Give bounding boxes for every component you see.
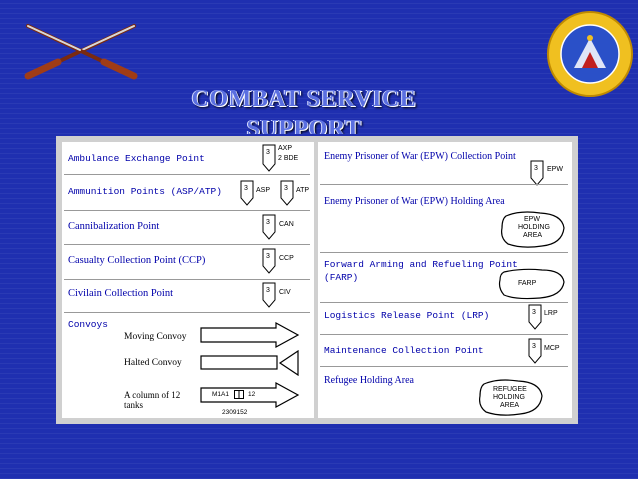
lrp-symbol: 3 xyxy=(528,304,542,330)
row-divider xyxy=(320,184,568,185)
farp-area-symbol xyxy=(498,268,565,300)
epw-holding-line3: AREA xyxy=(523,232,543,239)
row-divider xyxy=(320,302,568,303)
atp-echelon: 3 xyxy=(284,185,288,192)
asp-code: ASP xyxy=(256,187,271,194)
farp-code: FARP xyxy=(518,280,537,287)
ambulance-exchange-label: Ambulance Exchange Point xyxy=(68,153,205,164)
epw-holding-line1: EPW xyxy=(524,216,540,223)
epw-holding-area-symbol xyxy=(501,211,565,248)
row-divider xyxy=(320,366,568,367)
can-code: CAN xyxy=(279,221,294,228)
epw-code: EPW xyxy=(547,166,563,173)
column-dtg: 2309152 xyxy=(222,409,248,416)
casualty-collection-label: Casualty Collection Point (CCP) xyxy=(68,255,206,266)
tank-column-arrow-icon xyxy=(200,382,300,408)
lrp-echelon: 3 xyxy=(532,309,536,316)
farp-label-line1: Forward Arming and Refueling Point xyxy=(324,259,518,270)
mcp-label: Maintenance Collection Point xyxy=(324,345,484,356)
mcp-echelon: 3 xyxy=(532,343,536,350)
crossed-rifles-icon xyxy=(24,24,138,80)
civ-symbol: 3 xyxy=(262,282,276,308)
combat-arms-school-seal xyxy=(546,8,634,102)
row-divider xyxy=(64,312,310,313)
refugee-holding-line2: HOLDING xyxy=(493,394,525,401)
moving-convoy-arrow-icon xyxy=(200,322,300,348)
row-divider xyxy=(64,210,310,211)
refugee-holding-line3: AREA xyxy=(500,402,520,409)
civ-echelon: 3 xyxy=(266,287,270,294)
ccp-echelon: 3 xyxy=(266,253,270,260)
epw-holding-label: Enemy Prisoner of War (EPW) Holding Area xyxy=(324,196,505,207)
halted-convoy-label: Halted Convoy xyxy=(124,358,182,368)
asp-echelon: 3 xyxy=(244,185,248,192)
row-divider xyxy=(320,252,568,253)
lrp-code: LRP xyxy=(544,310,558,317)
slide-title-line2: SUPPORT xyxy=(246,116,362,134)
civ-code: CIV xyxy=(279,289,291,296)
epw-holding-line2: HOLDING xyxy=(518,224,550,231)
can-echelon: 3 xyxy=(266,219,270,226)
halted-convoy-symbol xyxy=(200,350,299,376)
column-label-line1: A column of 12 xyxy=(124,390,181,400)
row-divider xyxy=(64,279,310,280)
symbols-panel: Ambulance Exchange Point 3 AXP 2 BDE Amm… xyxy=(56,136,578,424)
moving-convoy-label: Moving Convoy xyxy=(124,332,187,342)
refugee-holding-area-symbol xyxy=(479,379,543,416)
farp-label-line2: (FARP) xyxy=(324,272,359,283)
column-count: 12 xyxy=(248,391,256,398)
civilian-collection-label: Civilain Collection Point xyxy=(68,288,173,299)
epw-collection-label: Enemy Prisoner of War (EPW) Collection P… xyxy=(324,151,516,162)
row-divider xyxy=(64,244,310,245)
column-label-line2: tanks xyxy=(124,400,143,410)
cannibalization-label: Cannibalization Point xyxy=(68,221,160,232)
axp-symbol: 3 xyxy=(262,144,276,172)
column-unit: M1A1 xyxy=(212,391,229,398)
epw-symbol: 3 xyxy=(530,160,544,186)
convoys-label: Convoys xyxy=(68,319,108,330)
row-divider xyxy=(320,334,568,335)
can-symbol: 3 xyxy=(262,214,276,240)
refugee-holding-label: Refugee Holding Area xyxy=(324,375,414,386)
ccp-code: CCP xyxy=(279,255,294,262)
lrp-label: Logistics Release Point (LRP) xyxy=(324,310,490,321)
atp-symbol: 3 xyxy=(280,180,294,206)
ccp-symbol: 3 xyxy=(262,248,276,274)
atp-code: ATP xyxy=(296,187,310,194)
mcp-symbol: 3 xyxy=(528,338,542,364)
company-marker-icon xyxy=(234,390,244,399)
slide-title: COMBAT SERVICE xyxy=(191,86,417,112)
refugee-holding-line1: REFUGEE xyxy=(493,386,527,393)
right-column: Enemy Prisoner of War (EPW) Collection P… xyxy=(318,142,572,418)
axp-code: AXP xyxy=(278,145,293,152)
left-column: Ambulance Exchange Point 3 AXP 2 BDE Amm… xyxy=(62,142,314,418)
axp-unit: 2 BDE xyxy=(278,155,299,162)
epw-echelon: 3 xyxy=(534,165,538,172)
row-divider xyxy=(64,174,310,175)
asp-symbol: 3 xyxy=(240,180,254,206)
mcp-code: MCP xyxy=(544,345,560,352)
axp-echelon: 3 xyxy=(266,149,270,156)
ammunition-points-label: Ammunition Points (ASP/ATP) xyxy=(68,186,222,197)
